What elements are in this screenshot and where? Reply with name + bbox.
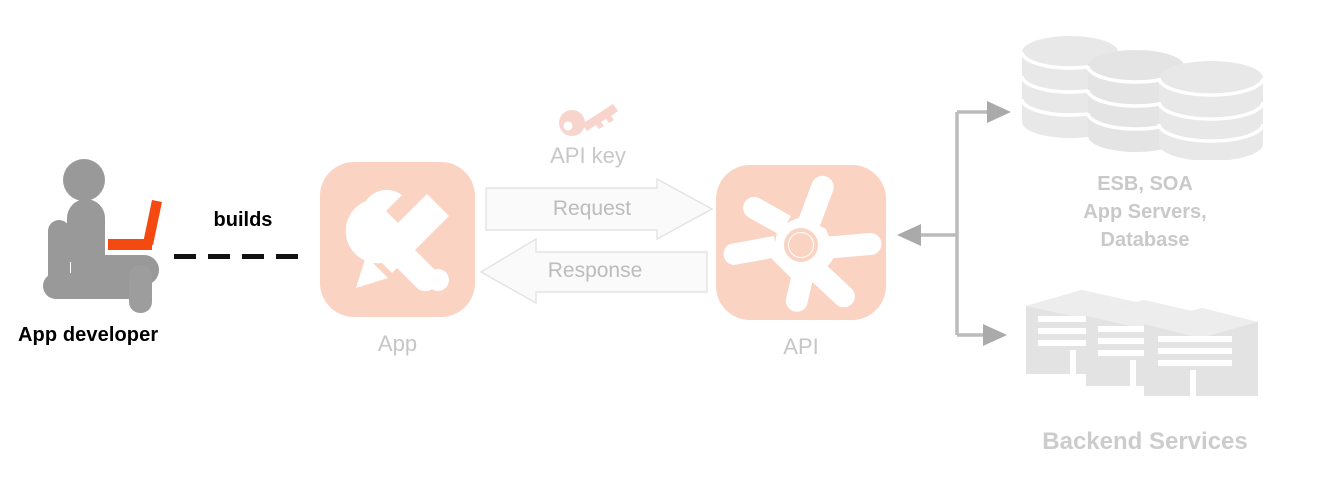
request-flow-label: Request: [552, 197, 632, 220]
api-key-label: API key: [550, 143, 626, 168]
database-label-line-3: Database: [1100, 229, 1190, 251]
api-node[interactable]: [716, 165, 886, 320]
api-node-label: API: [783, 334, 819, 359]
seated-developer-icon: [30, 155, 190, 315]
request-arrow-svg: [485, 177, 714, 241]
key-icon-svg: [559, 104, 618, 136]
app-developer-label: App developer: [18, 324, 159, 346]
server-rack-svg: [1026, 290, 1258, 398]
builds-dashed-line: [172, 246, 308, 259]
database-label-line-1: ESB, SOA: [1097, 173, 1193, 195]
database-stack-svg: [1020, 36, 1265, 161]
backend-services-label: Backend Services: [1042, 428, 1248, 455]
backend-connector-lines: [888, 90, 1013, 360]
dashed-line-svg: [174, 254, 306, 259]
connector-svg: [897, 101, 1011, 346]
response-flow-label: Response: [547, 259, 643, 282]
app-node-label: App: [377, 331, 418, 356]
developer-svg: [43, 159, 162, 313]
key-icon: [558, 100, 620, 136]
database-tier-label: ESB, SOA App Servers, Database: [1000, 170, 1290, 254]
wrench-pencil-icon: [345, 189, 449, 292]
api-hub-star-icon: [723, 175, 882, 312]
database-label-line-2: App Servers,: [1083, 201, 1207, 223]
app-node[interactable]: [320, 162, 475, 317]
request-flow-arrow: [485, 177, 714, 241]
server-rack-icon: [1024, 280, 1264, 405]
response-arrow-svg: [479, 237, 708, 305]
response-flow-arrow: [479, 237, 708, 305]
builds-label: builds: [213, 209, 273, 231]
database-stack-icon: [1018, 32, 1268, 161]
